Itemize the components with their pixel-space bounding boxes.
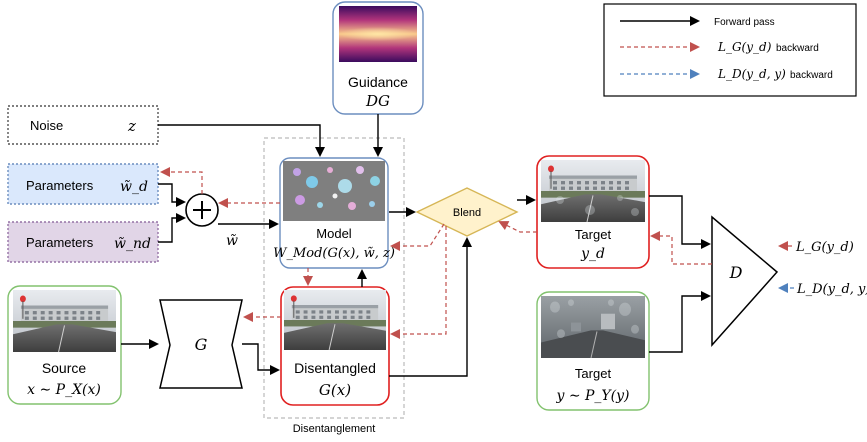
arrow-noise-model [158, 124, 325, 157]
guidance-node: Guidance DG [332, 1, 424, 115]
parameters-nd-label: Parameters [26, 235, 94, 250]
blend-label: Blend [453, 207, 481, 219]
sum-node: w̃ [185, 193, 238, 249]
target-y-image [541, 296, 645, 358]
arrow-blend-disentangled [390, 226, 447, 339]
arrow-blend-model [390, 223, 445, 251]
loss-g-backward-arrows [160, 167, 792, 339]
disentangled-label: Disentangled [294, 360, 376, 376]
legend: Forward pass L_G(y_d) backward L_D(y_d, … [603, 3, 857, 97]
arrow-target-d-blend [498, 221, 537, 233]
parameters-d-node: Parameters w̃_d [7, 163, 159, 205]
arrow-params-nd-sum [158, 213, 186, 243]
model-node: Model W_Mod(G(x), w̃, z) [273, 157, 395, 269]
arrow-sum-params-d [160, 167, 203, 194]
parameters-d-label: Parameters [26, 178, 94, 193]
disentangled-image [284, 290, 386, 350]
legend-loss-g-suffix: backward [776, 43, 819, 54]
arrow-target-d-disc [649, 195, 711, 249]
model-formula: W_Mod(G(x), w̃, z) [273, 246, 395, 261]
source-label: Source [42, 360, 87, 376]
blend-node: Blend [415, 187, 519, 237]
disentanglement-region [263, 137, 405, 419]
target-y-node: Target y ∼ P_Y(y) [536, 291, 650, 411]
legend-loss-g-label: L_G(y_d) [717, 40, 772, 54]
noise-symbol: z [127, 117, 136, 135]
legend-loss-d-label: L_D(y_d, y) [717, 67, 786, 81]
discriminator-node: D [711, 215, 779, 347]
source-image [13, 290, 116, 352]
parameters-nd-node: Parameters w̃_nd [7, 221, 159, 263]
arrow-target-y-disc [649, 291, 711, 353]
arrow-params-d-sum [158, 183, 186, 207]
source-node: Source x ∼ P_X(x) [7, 285, 122, 405]
generator-node: G [159, 299, 243, 389]
generator-symbol: G [195, 335, 208, 354]
disentanglement-label: Disentanglement [293, 423, 376, 435]
discriminator-symbol: D [729, 263, 743, 282]
source-formula: x ∼ P_X(x) [27, 382, 101, 398]
disentangled-formula: G(x) [319, 381, 351, 399]
loss-g-formula: L_G(y_d) [795, 240, 854, 255]
noise-node: Noise z [7, 105, 159, 145]
legend-loss-d-suffix: backward [790, 70, 833, 81]
arrow-generator-disentangled [242, 343, 280, 375]
guidance-label: Guidance [348, 74, 408, 90]
parameters-d-symbol: w̃_d [120, 179, 148, 195]
model-label: Model [316, 226, 352, 241]
target-d-node: Target y_d [536, 155, 650, 269]
sum-output-symbol: w̃ [226, 233, 238, 249]
target-y-label: Target [575, 366, 612, 381]
parameters-nd-symbol: w̃_nd [114, 236, 151, 252]
arrow-disc-target-d [650, 231, 712, 265]
noise-label: Noise [30, 118, 63, 133]
legend-forward-label: Forward pass [714, 17, 775, 28]
forward-arrows [121, 114, 711, 377]
disentangled-node: Disentangled G(x) [280, 286, 390, 406]
arrow-disentangled-blend [389, 237, 472, 377]
guidance-symbol: DG [365, 92, 390, 110]
target-d-label: Target [575, 227, 612, 242]
target-d-symbol: y_d [580, 246, 605, 262]
loss-d-formula: L_D(y_d, y) [796, 282, 867, 297]
target-y-formula: y ∼ P_Y(y) [555, 388, 629, 404]
model-blob-pattern [293, 166, 380, 210]
